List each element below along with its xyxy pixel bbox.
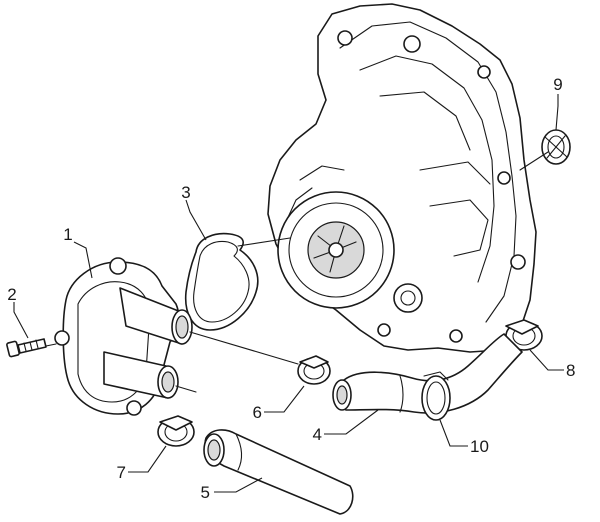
screw-part-2 xyxy=(6,338,47,358)
seal-ring-part-9 xyxy=(541,129,571,165)
leader-10 xyxy=(439,419,468,447)
leader-9 xyxy=(555,94,559,131)
callout-4: 4 xyxy=(313,425,322,444)
callout-3: 3 xyxy=(181,183,190,202)
callout-8: 8 xyxy=(566,361,575,380)
hose-clamp-part-6 xyxy=(297,355,331,385)
straight-hose-part-5 xyxy=(203,429,354,515)
callout-5: 5 xyxy=(201,483,210,502)
o-ring-part-3 xyxy=(184,232,259,331)
leader-1 xyxy=(73,241,93,279)
callout-9: 9 xyxy=(553,75,562,94)
leader-8 xyxy=(529,349,564,371)
callouts: 1 2 3 4 5 6 7 8 9 10 xyxy=(7,75,575,502)
hose-clamp-part-7 xyxy=(157,415,195,447)
callout-10: 10 xyxy=(470,437,489,456)
water-housing-part-1 xyxy=(54,257,193,416)
wire-clamp-part-10 xyxy=(421,371,451,421)
callout-1: 1 xyxy=(63,225,72,244)
leader-7 xyxy=(128,445,167,473)
curved-hose-part-4 xyxy=(332,333,523,414)
callout-6: 6 xyxy=(253,403,262,422)
alignment-lines xyxy=(45,151,549,393)
leader-4 xyxy=(324,409,379,435)
leader-6 xyxy=(264,385,305,413)
callout-2: 2 xyxy=(7,285,16,304)
engine-cover xyxy=(267,3,537,353)
leader-5 xyxy=(214,477,263,493)
leader-3 xyxy=(185,199,207,241)
leader-2 xyxy=(13,302,29,339)
callout-7: 7 xyxy=(117,463,126,482)
